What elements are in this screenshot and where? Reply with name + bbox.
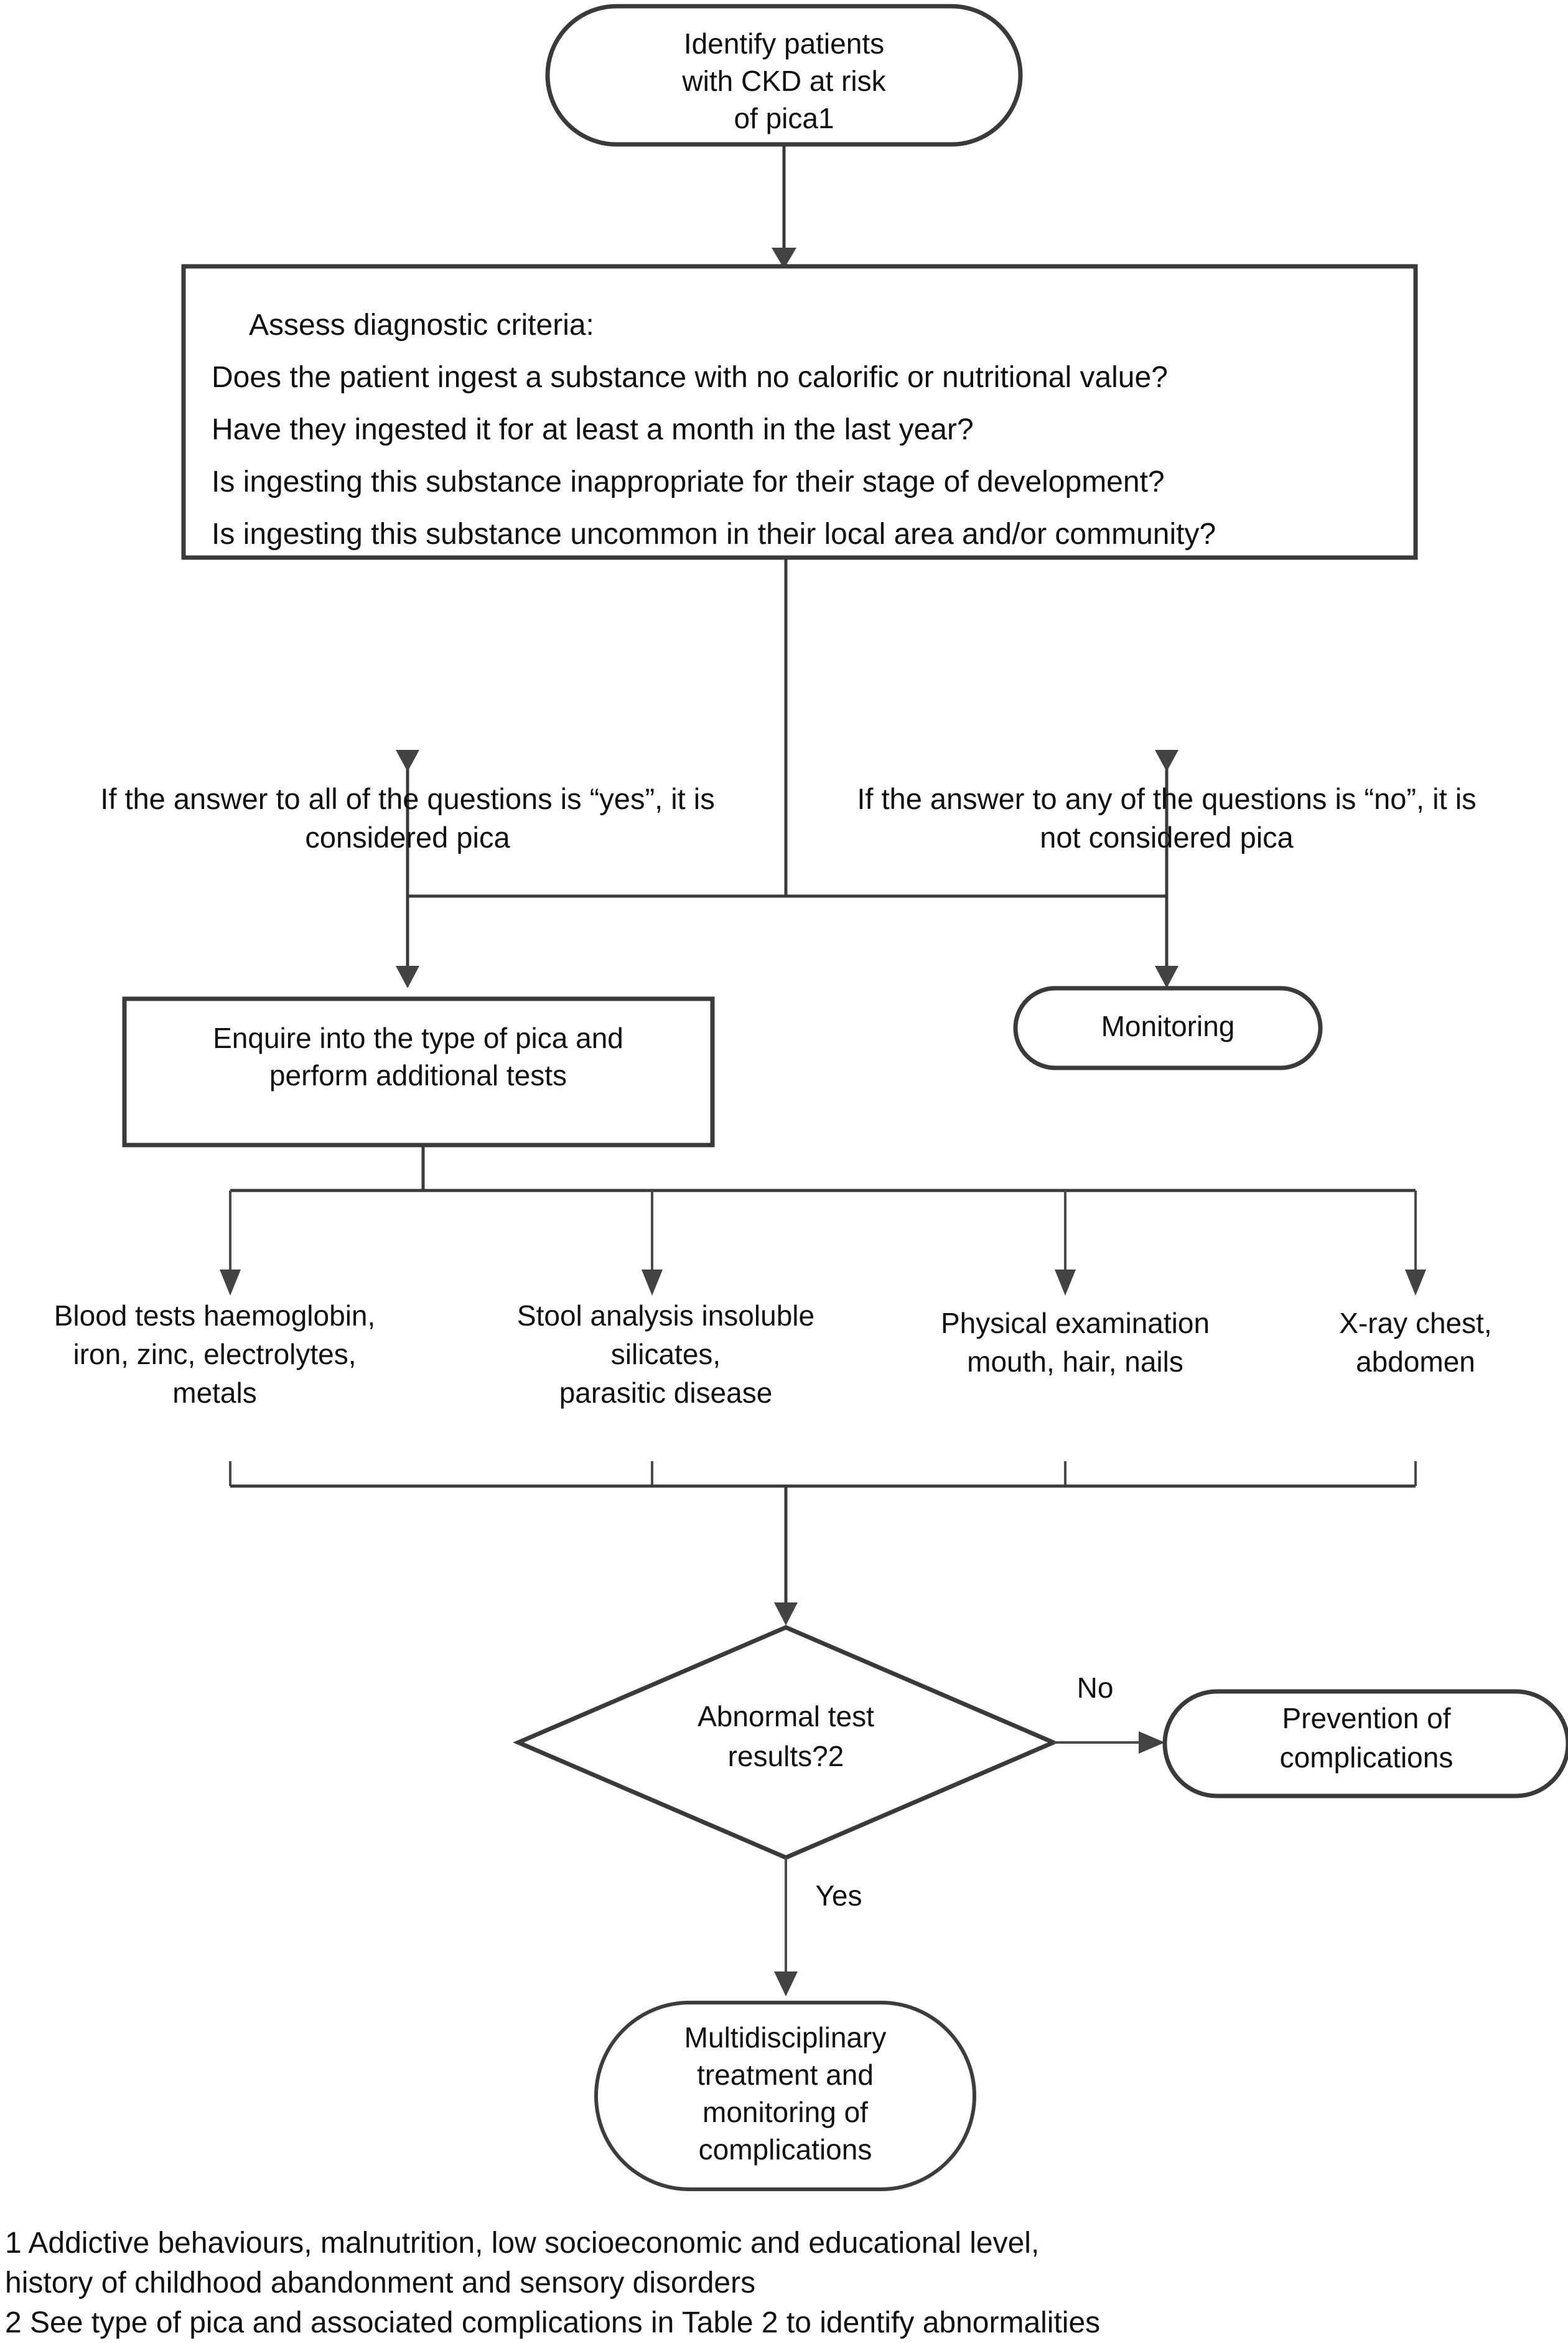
criteria-question-2: Have they ingested it for at least a mon…	[212, 413, 974, 446]
arrow-down-icon	[396, 750, 419, 772]
node-start: Identify patients with CKD at risk of pi…	[545, 4, 1023, 147]
arrow-down-icon	[772, 248, 796, 269]
criteria-shape	[181, 264, 1418, 560]
criteria-heading: Assess diagnostic criteria:	[249, 309, 594, 342]
node-criteria: Assess diagnostic criteria: Does the pat…	[181, 264, 1418, 560]
start-label-line-1: Identify patients	[684, 27, 884, 60]
connector-start-to-criteria	[772, 144, 796, 269]
criteria-question-3: Is ingesting this substance inappropriat…	[212, 465, 1165, 498]
criteria-question-1: Does the patient ingest a substance with…	[212, 361, 1168, 394]
start-label-line-2: with CKD at risk	[681, 65, 886, 97]
criteria-question-4: Is ingesting this substance uncommon in …	[212, 518, 1216, 551]
arrow-down-icon	[1155, 750, 1178, 772]
start-label-line-3: of pica1	[734, 102, 834, 134]
connector-criteria-split	[396, 558, 1178, 898]
